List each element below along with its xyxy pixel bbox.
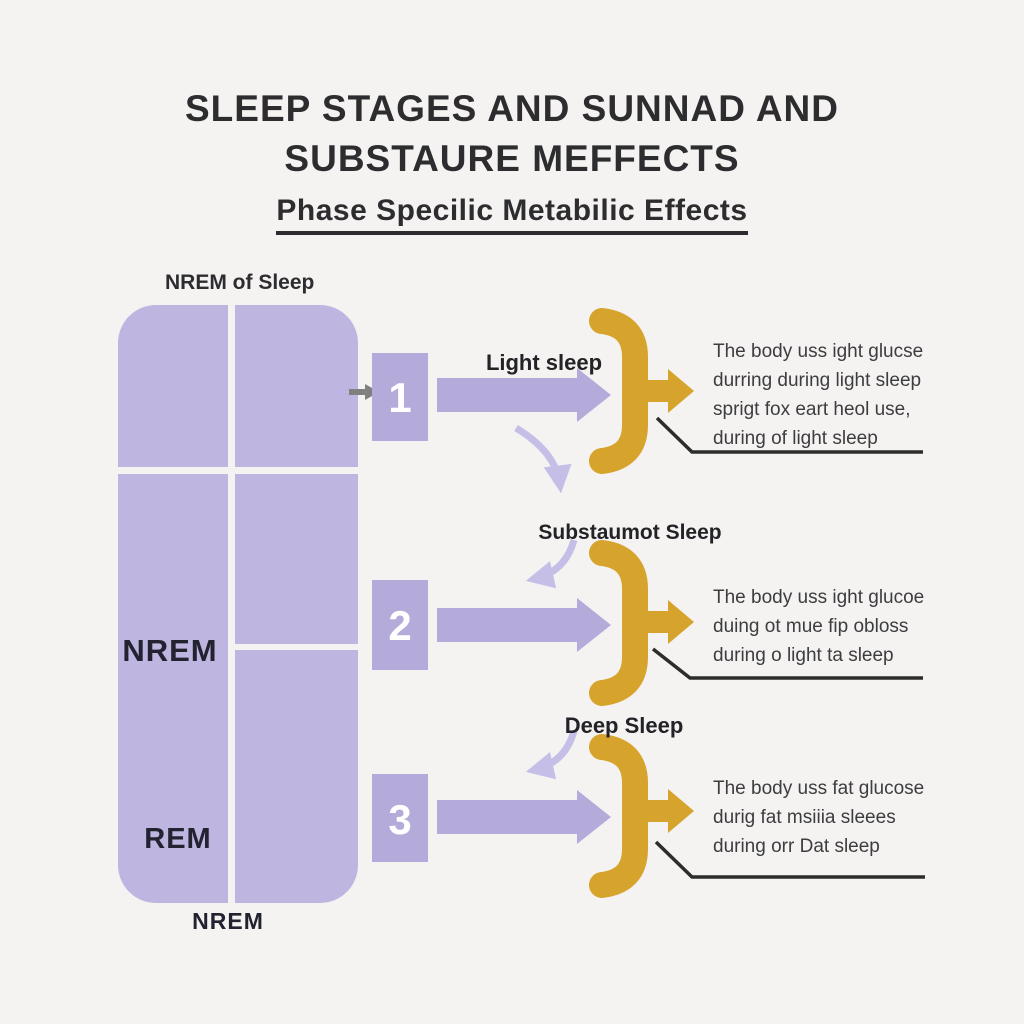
block-divider-vertical xyxy=(228,305,235,903)
callout-line-2 xyxy=(651,647,923,680)
title-line-1: SLEEP STAGES AND SUNNAD AND xyxy=(184,88,839,129)
connector-arrow-icon xyxy=(349,384,379,400)
curved-arrow-2-icon xyxy=(525,538,578,589)
desc-line: during of light sleep xyxy=(713,428,878,449)
bracket-3-icon xyxy=(589,734,648,898)
block-divider-horizontal xyxy=(118,467,358,474)
page-subtitle: Phase Specilic Metabilic Effects xyxy=(276,194,748,235)
block-nrem-label: NREM xyxy=(122,633,218,668)
bracket-1-icon xyxy=(589,308,648,474)
stage-3-label: Deep Sleep xyxy=(564,713,684,738)
desc-line: durig fat msiiia sleees xyxy=(713,807,896,828)
title-line-2: SUBSTAURE MEFFECTS xyxy=(284,138,740,179)
gold-arrow-3-icon xyxy=(648,789,694,833)
stage-3-box xyxy=(372,774,428,862)
stage-2-description: The body uss ight glucoe duing ot mue fi… xyxy=(713,583,953,670)
block-divider-right-column xyxy=(235,644,358,650)
curved-arrow-3-icon xyxy=(525,729,578,780)
page-title: SLEEP STAGES AND SUNNAD AND SUBSTAURE ME… xyxy=(0,84,1024,184)
flow-arrow-3-icon xyxy=(437,790,611,844)
callout-line-1 xyxy=(655,416,923,454)
flow-arrow-2-icon xyxy=(437,598,611,652)
desc-line: sprigt fox eart heol use, xyxy=(713,399,911,420)
stage-3-description: The body uss fat glucose durig fat msiii… xyxy=(713,774,953,861)
block-top-label: NREM of Sleep xyxy=(165,271,315,294)
stage-2-box xyxy=(372,580,428,670)
desc-line: The body uss ight glucse xyxy=(713,341,924,362)
desc-line: duing ot mue fip obloss xyxy=(713,616,909,637)
desc-line: The body uss fat glucose xyxy=(713,778,925,799)
flow-arrow-1-icon xyxy=(437,368,611,422)
gold-arrow-1-icon xyxy=(648,369,694,413)
block-rem-label: REM xyxy=(144,823,212,855)
stage-1-number: 1 xyxy=(388,374,412,421)
sleep-stage-block xyxy=(118,305,358,903)
stage-3-number: 3 xyxy=(388,796,412,843)
stage-1-box xyxy=(372,353,428,441)
desc-line: during orr Dat sleep xyxy=(713,836,880,857)
callout-line-3 xyxy=(654,840,925,879)
stage-1-description: The body uss ight glucse durring during … xyxy=(713,337,953,453)
curved-arrow-1-icon xyxy=(514,424,572,494)
gold-arrow-2-icon xyxy=(648,600,694,644)
bracket-2-icon xyxy=(589,540,648,706)
block-bottom-label: NREM xyxy=(192,908,264,934)
desc-line: during o light ta sleep xyxy=(713,645,894,666)
desc-line: durring during light sleep xyxy=(713,370,922,391)
stage-1-label: Light sleep xyxy=(485,350,603,375)
stage-2-label: Substaumot Sleep xyxy=(538,521,722,544)
stage-2-number: 2 xyxy=(388,602,412,649)
desc-line: The body uss ight glucoe xyxy=(713,587,925,608)
subtitle-wrap: Phase Specilic Metabilic Effects xyxy=(0,194,1024,235)
